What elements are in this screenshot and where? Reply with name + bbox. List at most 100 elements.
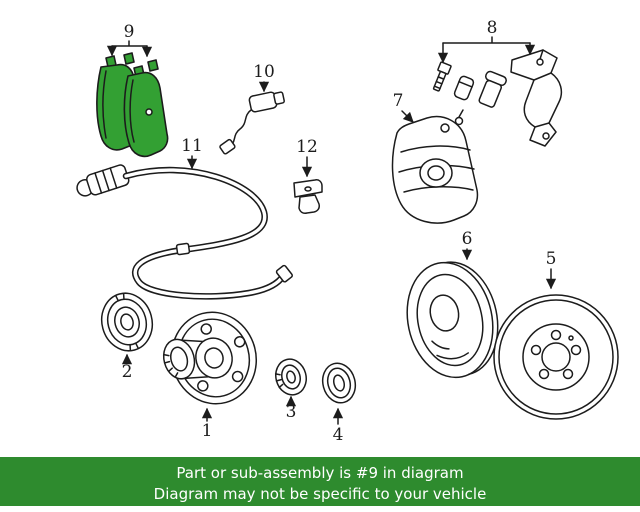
callout-7-label[interactable]: 7 [393, 91, 404, 111]
callout-5-label[interactable]: 5 [546, 249, 557, 269]
bracket-hole [542, 132, 550, 140]
bearing-mid-ring [106, 298, 148, 346]
rotor-set-screw-hole [568, 335, 574, 341]
hub-snout-bore [170, 346, 189, 372]
callout-2[interactable]: 2 [122, 353, 133, 382]
part-brake-caliper[interactable] [391, 109, 479, 224]
pad-tab [123, 52, 135, 65]
bearing-inner-race [114, 306, 140, 338]
callout-11-label[interactable]: 11 [181, 136, 203, 156]
callout-8[interactable]: 8 [437, 18, 536, 64]
part-dust-cap[interactable] [318, 360, 359, 407]
rotor-bolt-hole [570, 344, 582, 356]
bushing-line [458, 80, 473, 88]
bearing-bore [120, 313, 134, 331]
cable-core [124, 168, 285, 299]
caliper-piston-inner [427, 165, 445, 181]
nut-inner-ring [281, 364, 301, 390]
part-pad-wear-sensor[interactable] [219, 90, 285, 155]
banner-line-2: Diagram may not be specific to your vehi… [154, 485, 487, 503]
nut-outline [275, 358, 307, 396]
cap-outline [321, 362, 357, 404]
callout-4[interactable]: 4 [333, 407, 344, 445]
callout-4-label[interactable]: 4 [333, 425, 344, 445]
cable-grommet [175, 242, 191, 256]
callout-3[interactable]: 3 [286, 395, 297, 422]
sensor-wire [228, 109, 252, 148]
rotor-center-hole [541, 342, 571, 372]
rotor-bolt-hole [550, 329, 562, 341]
pad-tab [147, 59, 159, 72]
rotor-face-ring [498, 299, 614, 415]
callout-10-label[interactable]: 10 [253, 62, 275, 82]
rotor-bolt-hole [562, 368, 574, 380]
part-brake-pads[interactable] [96, 52, 169, 158]
shield-hub-hole [429, 294, 460, 332]
nut-bore [286, 370, 296, 384]
cap-center [332, 374, 346, 392]
part-splash-shield[interactable] [397, 253, 508, 385]
sensor-body [86, 164, 130, 196]
callout-6-label[interactable]: 6 [462, 229, 473, 249]
callout-3-label[interactable]: 3 [286, 402, 297, 422]
caliper-bracket [510, 49, 563, 147]
pad-wear-hole [145, 108, 153, 116]
rotor-bolt-hole [538, 368, 550, 380]
bleeder-tip [458, 109, 464, 118]
guide-bushing [453, 75, 475, 101]
rotor-hat [522, 323, 590, 391]
callout-1-label[interactable]: 1 [202, 421, 213, 441]
callout-9-label[interactable]: 9 [124, 22, 135, 42]
sensor-head [76, 164, 130, 197]
sensor-housing [248, 91, 278, 113]
shield-slots [431, 340, 469, 360]
part-hub-collar-nut[interactable] [272, 356, 310, 399]
hub-bolt-hole [200, 323, 212, 335]
bearing-ticks [115, 293, 139, 351]
hub-center-boss [195, 337, 233, 379]
hub-center-bore [204, 347, 224, 369]
part-cable-clip[interactable] [293, 179, 323, 214]
pad-detail-line [102, 70, 107, 139]
banner-line-1: Part or sub-assembly is #9 in diagram [176, 464, 463, 482]
callout-1[interactable]: 1 [202, 407, 213, 441]
hub-bolt-hole [231, 370, 244, 383]
callout-8-bracket [442, 36, 531, 44]
callout-9-bracket [111, 40, 148, 47]
part-abs-sensor-cable[interactable] [74, 164, 293, 300]
part-wheel-hub[interactable] [155, 303, 267, 415]
callout-10[interactable]: 10 [253, 62, 275, 93]
cable-outline [122, 166, 287, 300]
part-caliper-mount-kit[interactable] [431, 49, 563, 147]
callout-8-label[interactable]: 8 [487, 18, 498, 38]
part-brake-rotor[interactable] [493, 294, 619, 420]
sensor-nub [273, 91, 285, 105]
wear-sensor-body [248, 91, 285, 113]
clip-hole [304, 186, 312, 192]
callout-12[interactable]: 12 [296, 137, 318, 178]
callout-6[interactable]: 6 [462, 229, 473, 261]
guide-sleeve [478, 70, 507, 108]
notice-banner: Part or sub-assembly is #9 in diagram Di… [0, 457, 640, 506]
wire-connector [219, 138, 236, 155]
banjo-port [440, 123, 450, 133]
callout-2-label[interactable]: 2 [122, 362, 133, 382]
bushing-body [453, 75, 475, 101]
callout-7[interactable]: 7 [393, 91, 414, 123]
banner-background [0, 457, 640, 506]
bolt-shaft [432, 70, 447, 92]
callout-12-label[interactable]: 12 [296, 137, 318, 157]
callout-9[interactable]: 9 [106, 22, 153, 58]
hub-spline-ticks [163, 353, 179, 378]
hub-bolt-hole [233, 336, 246, 348]
callout-7-arrow [401, 110, 414, 123]
callout-11[interactable]: 11 [181, 136, 203, 170]
callout-5[interactable]: 5 [546, 249, 557, 290]
bleeder-screw [454, 116, 464, 126]
pad-detail-line [129, 79, 135, 143]
nut-knurl-ticks [274, 373, 284, 389]
part-wheel-bearing[interactable] [95, 288, 158, 357]
bracket-outline [510, 49, 563, 147]
shield-inner-ring [416, 273, 484, 367]
